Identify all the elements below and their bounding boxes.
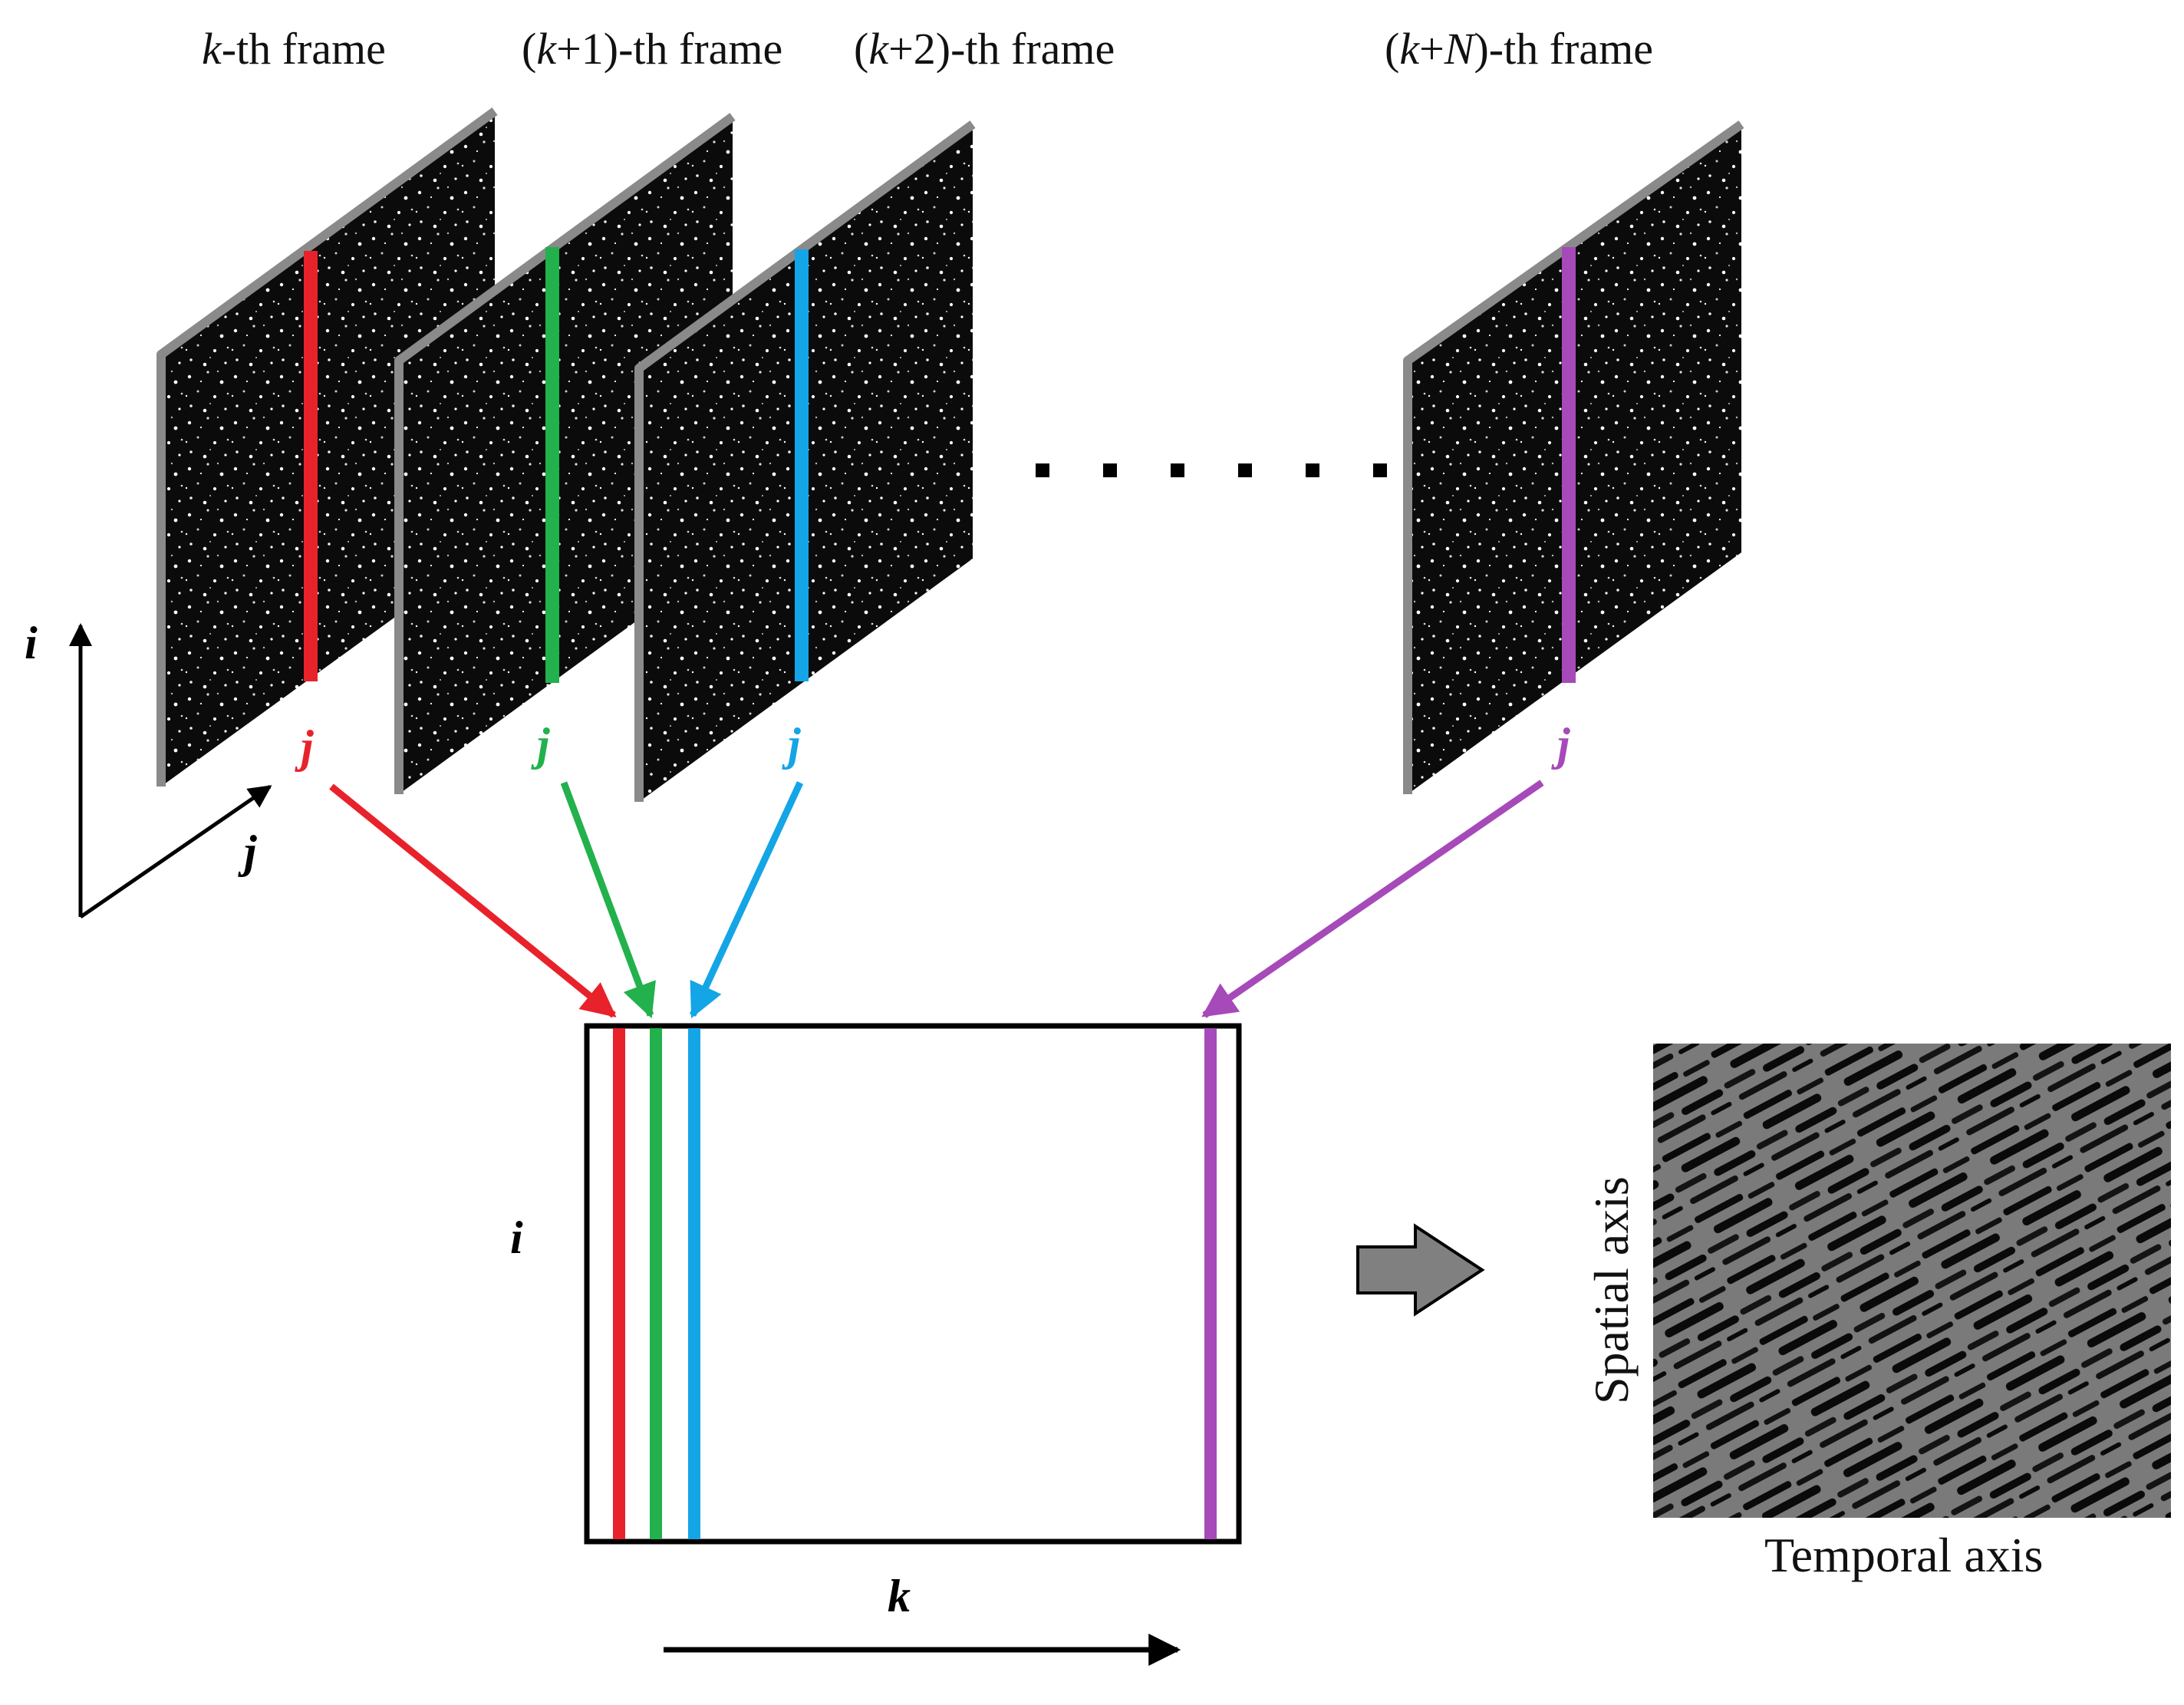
matrix-col-label: k	[888, 1571, 911, 1621]
frame-k-image	[161, 111, 495, 787]
spatial-axis-label: Spatial axis	[1584, 1176, 1639, 1404]
frame-k-plus-n-edge	[1403, 120, 1744, 794]
frame-k: j	[156, 107, 498, 787]
ellipsis-dots	[1036, 463, 1387, 477]
space-time-matrix: i k	[510, 1023, 1242, 1666]
frame-k-plus-2: j	[634, 120, 976, 802]
frame-k-plus-2-edge	[634, 120, 976, 802]
frame-k-plus-n-column-label: j	[1551, 719, 1570, 770]
space-time-image	[1653, 1044, 2171, 1518]
frame-title-k-plus-1: (k+1)-th frame	[522, 24, 782, 74]
mapping-arrow-k-plus-2	[689, 781, 804, 1019]
frame-title-k-plus-2: (k+2)-th frame	[854, 24, 1115, 74]
matrix-row-label: i	[510, 1212, 523, 1263]
frame-k-plus-1-column-label: j	[531, 719, 550, 770]
mapping-arrows	[329, 780, 1544, 1019]
mapping-arrow-k	[329, 783, 617, 1018]
frame-title-k: k-th frame	[202, 24, 386, 74]
frame-k-plus-1-edge	[394, 113, 736, 794]
axis-j-arrow	[79, 784, 272, 919]
temporal-axis-label: Temporal axis	[1764, 1528, 2043, 1582]
frame-k-plus-n: j	[1403, 120, 1744, 794]
axis-i-label: i	[25, 618, 38, 668]
axis-j-label: j	[238, 826, 257, 877]
matrix-box	[584, 1023, 1242, 1545]
mapping-arrow-k-plus-n	[1201, 780, 1544, 1018]
frame-title-k-plus-n: (k+N)-th frame	[1385, 24, 1653, 74]
block-arrow-icon	[1356, 1223, 1485, 1317]
frame-k-column-label: j	[295, 721, 314, 772]
mapping-arrow-k-plus-1	[560, 781, 656, 1019]
frame-k-edge	[156, 107, 498, 787]
frame-k-plus-1-image	[399, 117, 733, 794]
result-image: Spatial axis Temporal axis	[1584, 1044, 2171, 1582]
frame-k-plus-2-column-label: j	[782, 719, 801, 770]
frame-k-plus-1: j	[394, 113, 736, 794]
